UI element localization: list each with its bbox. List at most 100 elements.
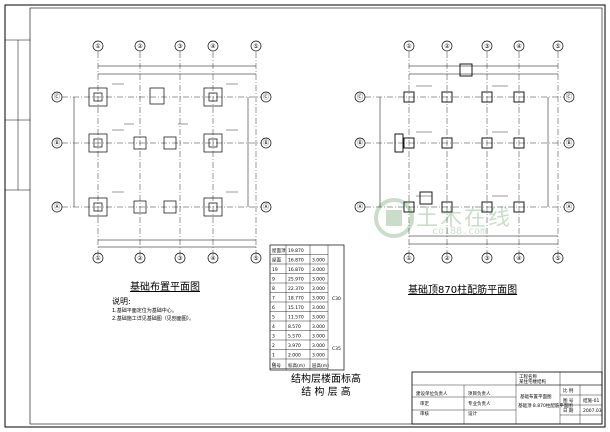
binding-strip <box>5 39 30 191</box>
svg-text:Ⓒ: Ⓒ <box>263 93 269 101</box>
inner-border <box>29 7 603 425</box>
elevation-cell: 3.000 <box>312 296 325 302</box>
svg-text:Ⓒ: Ⓒ <box>357 93 363 101</box>
concrete-grade: C35 <box>332 346 341 352</box>
svg-text:⑤: ⑤ <box>555 43 560 50</box>
foundation-layout-plan: ① ② ③ ④ ⑤ ① ② ③ ④ ⑤ Ⓒ Ⓑ Ⓐ Ⓒ Ⓑ Ⓐ <box>51 40 272 264</box>
svg-text:③: ③ <box>484 255 489 262</box>
column-reinforcement-plan: ① ② ③ ④ ⑤ ① ② ③ ④ ⑤ Ⓒ Ⓑ Ⓐ Ⓒ Ⓑ Ⓐ <box>354 40 575 264</box>
elevation-cell: 8.570 <box>288 324 301 330</box>
svg-text:②: ② <box>137 255 143 262</box>
svg-text:④: ④ <box>516 255 521 262</box>
elevation-cell: 3.000 <box>312 315 325 321</box>
elevation-cell: 3.000 <box>312 267 325 273</box>
elevation-cell: 5.570 <box>288 334 301 340</box>
concrete-grade: C30 <box>332 296 341 302</box>
svg-text:①: ① <box>95 255 100 262</box>
svg-text:①: ① <box>406 255 411 262</box>
tb-row-mid-3: 设计 <box>468 410 477 417</box>
grid-col-2: ② <box>137 43 143 50</box>
elevation-cell: 11.570 <box>288 315 304 321</box>
elevation-cell: 屋面 <box>272 258 281 264</box>
elevation-cell: 3.000 <box>312 277 325 283</box>
tb-row-left-1: 建设单位负责人 <box>416 390 448 397</box>
svg-text:④: ④ <box>210 255 215 262</box>
elevation-cell: 3.000 <box>312 286 325 292</box>
svg-text:Ⓐ: Ⓐ <box>357 203 363 211</box>
elevation-cell: 2.000 <box>288 353 301 359</box>
elevation-cell: 15.170 <box>288 305 304 311</box>
grid-row-a: Ⓐ <box>54 203 60 211</box>
watermark-url: co188.com <box>432 226 487 237</box>
tb-right-label-3: 日 期 <box>563 408 574 414</box>
elevation-cell: 16.870 <box>288 258 304 264</box>
tb-right-value-2: 结施-01 <box>583 397 599 404</box>
svg-text:①: ① <box>406 43 411 50</box>
title-block: 建设单位负责人 审定 审核 项目负责人 专业负责人 设计 工程名称 某住宅楼结构… <box>411 371 603 425</box>
tb-project-label: 工程名称 <box>519 373 537 380</box>
note-1: 1.基础平面定位为基础中心。 <box>112 308 177 314</box>
right-plan-title: 基础顶870柱配筋平面图 <box>408 285 518 296</box>
tb-row-left-2: 审定 <box>420 400 429 407</box>
grid-col-4: ④ <box>210 43 215 50</box>
elevation-cell: 3.000 <box>312 334 325 340</box>
elevation-cell: 9 <box>272 277 275 283</box>
elevation-cell: 2 <box>272 343 275 349</box>
tb-drawing-name-1: 基础布置平面图 <box>520 393 552 400</box>
elevation-cell: 25.970 <box>288 277 304 283</box>
elevation-cell: 3 <box>272 334 275 340</box>
svg-text:④: ④ <box>516 43 521 50</box>
elevation-cell: 0 <box>272 362 275 368</box>
elevation-cell: 1 <box>272 353 275 359</box>
note-2: 2.基础施工详见基础图（见剖面图）。 <box>112 316 195 322</box>
elevation-footer-cell: 层号 <box>272 363 281 369</box>
elevation-header-cell: 屋面顶 <box>272 248 286 254</box>
grid-col-5: ⑤ <box>253 43 258 50</box>
elevation-cell: 18.770 <box>288 296 304 302</box>
elevation-cell: 3.000 <box>312 353 325 359</box>
watermark-text: 土木在线 <box>416 206 513 231</box>
elevation-cell: 8 <box>272 286 275 292</box>
elevation-cell: 3.000 <box>312 343 325 349</box>
elevation-cell: 4 <box>272 324 275 330</box>
tb-project-value: 某住宅楼结构 <box>519 378 546 385</box>
svg-text:Ⓒ: Ⓒ <box>566 93 572 101</box>
svg-text:Ⓑ: Ⓑ <box>263 139 269 147</box>
tb-row-mid-1: 项目负责人 <box>468 390 491 397</box>
tb-right-value-3: 2007.03 <box>583 408 602 414</box>
elevation-cell: 7 <box>272 296 275 302</box>
grid-col-3: ③ <box>177 43 182 50</box>
elevation-cell: 6 <box>272 305 275 311</box>
svg-text:Ⓑ: Ⓑ <box>357 139 363 147</box>
elevation-cell: 19 <box>272 267 278 273</box>
elevation-cell: 3.000 <box>312 324 325 330</box>
elevation-cell: 16.870 <box>288 267 304 273</box>
svg-text:⑤: ⑤ <box>253 255 258 262</box>
sheet-border <box>4 4 606 428</box>
elevation-cell: 5 <box>272 315 275 321</box>
svg-text:Ⓐ: Ⓐ <box>566 203 572 211</box>
elevation-title-line-2: 结 构 层 高 <box>301 387 351 398</box>
tb-row-mid-2: 专业负责人 <box>468 400 491 407</box>
elevation-cell: 3.000 <box>312 305 325 311</box>
svg-text:②: ② <box>444 255 450 262</box>
elevation-footer-cell: 标高(m) <box>288 362 305 369</box>
grid-row-b: Ⓑ <box>54 139 60 147</box>
tb-drawing-name-2: 基础顶 8.870柱配筋平面图 <box>518 402 573 409</box>
svg-text:②: ② <box>444 43 450 50</box>
notes-block: 说明: 1.基础平面定位为基础中心。 2.基础施工详见基础图（见剖面图）。 <box>112 296 194 323</box>
grid-col-1: ① <box>95 43 100 50</box>
elevation-title: 结构层楼面标高 结 构 层 高 <box>291 373 361 399</box>
elevation-cell: 22.370 <box>288 286 304 292</box>
tb-right-label-2: 图 号 <box>563 398 574 404</box>
elevation-footer-cell: 层高(m) <box>312 362 329 369</box>
elevation-cell: 3.970 <box>288 343 301 349</box>
elevation-title-line-1: 结构层楼面标高 <box>291 374 361 385</box>
elevation-header-cell: 19.870 <box>288 248 304 254</box>
tb-row-left-3: 审核 <box>420 410 429 417</box>
svg-text:Ⓐ: Ⓐ <box>263 203 269 211</box>
svg-text:⑤: ⑤ <box>555 255 560 262</box>
tb-right-label-1: 比 例 <box>563 387 574 394</box>
